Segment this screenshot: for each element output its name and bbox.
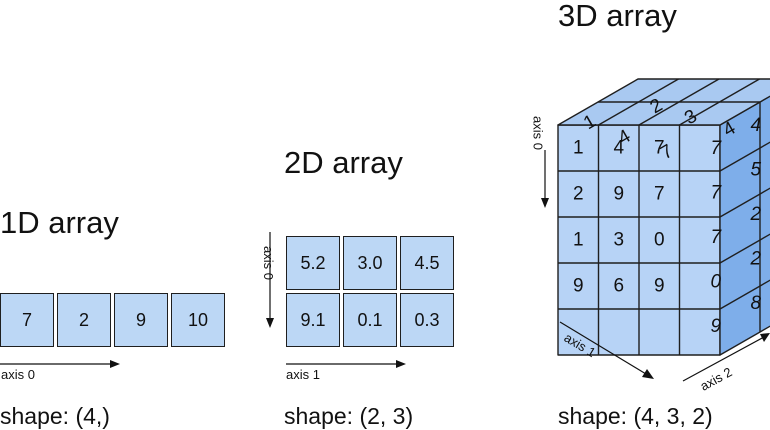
cube-front-cell-2-0: 1 bbox=[573, 230, 584, 251]
cube-side-cell-0-1: 4 bbox=[750, 115, 761, 136]
cube-side-cell-3-0: 0 bbox=[710, 272, 721, 293]
axis0-label-3d: axis 0 bbox=[531, 116, 546, 150]
shape-1d: shape: (4,) bbox=[0, 403, 110, 429]
shape-2d: shape: (2, 3) bbox=[284, 403, 414, 429]
cell-2d-1-0: 9.1 bbox=[286, 293, 340, 347]
cube-side-cell-2-0: 7 bbox=[710, 227, 722, 248]
axis1-arrow-3d bbox=[559, 321, 647, 375]
title-1d: 1D array bbox=[0, 205, 119, 240]
cube-side-cell-2-1: 2 bbox=[749, 204, 761, 225]
cell-2d-0-1: 3.0 bbox=[343, 236, 397, 290]
cell-1d-0: 7 bbox=[0, 293, 54, 347]
cell-1d-1: 2 bbox=[57, 293, 111, 347]
axis-label-1d: axis 0 bbox=[1, 367, 35, 382]
cube-front-cell-1-2: 7 bbox=[654, 184, 665, 205]
cube-front-cell-2-2: 0 bbox=[654, 230, 665, 251]
cell-2d-1-2: 0.3 bbox=[400, 293, 454, 347]
axis1-arrow-2d bbox=[286, 360, 406, 368]
cube-front-cell-1-0: 2 bbox=[573, 184, 584, 205]
cube-side-cell-0-0: 7 bbox=[710, 138, 722, 159]
cell-1d-2: 9 bbox=[114, 293, 168, 347]
cell-2d-0-2: 4.5 bbox=[400, 236, 454, 290]
axis2-label-3d: axis 2 bbox=[698, 364, 735, 394]
cube-front-cell-0-0: 1 bbox=[573, 138, 584, 159]
cube-front-cell-0-2: 7 bbox=[654, 138, 665, 159]
cube-front-cell-2-1: 3 bbox=[613, 230, 624, 251]
axis2-arrow-3d bbox=[682, 336, 765, 382]
cube-front-cell-0-1: 4 bbox=[613, 138, 624, 159]
cube-front-cell-3-0: 9 bbox=[573, 276, 584, 297]
cell-2d-0-0: 5.2 bbox=[286, 236, 340, 290]
cube-front-cell-1-1: 9 bbox=[613, 184, 624, 205]
cube-side-cell-4-1: 8 bbox=[750, 293, 761, 314]
title-2d: 2D array bbox=[284, 145, 403, 180]
cell-1d-3: 10 bbox=[171, 293, 225, 347]
title-3d: 3D array bbox=[558, 0, 677, 33]
cube-front-cell-3-2: 9 bbox=[654, 276, 665, 297]
axis0-arrow-2d: axis 0 bbox=[261, 232, 276, 328]
cube-front-cell-3-1: 6 bbox=[613, 276, 624, 297]
cube-side-cell-1-0: 7 bbox=[710, 183, 722, 204]
cube-side-cell-3-1: 2 bbox=[749, 249, 761, 270]
axis0-label-2d: axis 0 bbox=[261, 246, 276, 280]
cell-2d-1-1: 0.1 bbox=[343, 293, 397, 347]
cube-side-face bbox=[719, 95, 770, 356]
axis-arrow-1d bbox=[0, 360, 120, 368]
cube-side-cell-4-0: 9 bbox=[710, 316, 721, 337]
axis1-label-2d: axis 1 bbox=[286, 367, 320, 382]
shape-3d: shape: (4, 3, 2) bbox=[558, 403, 713, 429]
cube-side-cell-1-1: 5 bbox=[750, 160, 761, 181]
